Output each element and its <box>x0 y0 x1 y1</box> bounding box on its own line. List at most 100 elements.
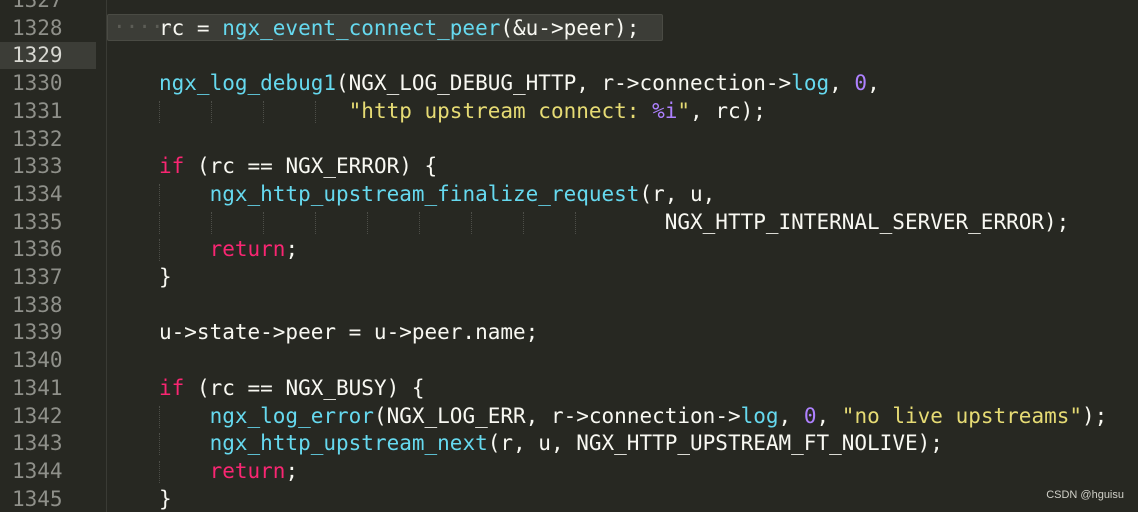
code-line[interactable]: rc = ngx_event_connect_peer(&u->peer); <box>159 15 639 42</box>
code-token: (rc == NGX_ERROR) { <box>184 154 438 179</box>
code-token: } <box>159 265 172 289</box>
code-token: , <box>816 403 842 428</box>
code-area[interactable]: ····· rc = ngx_event_connect_peer(&u->pe… <box>107 0 1138 512</box>
code-token <box>159 404 210 428</box>
indent-guide <box>159 100 160 123</box>
line-number: 1328 <box>12 15 63 40</box>
code-line[interactable]: u->state->peer = u->peer.name; <box>159 319 538 346</box>
code-token: %i <box>652 98 678 123</box>
code-token: ngx_http_upstream_next <box>209 431 488 456</box>
code-token: NGX_HTTP_INTERNAL_SERVER_ERROR); <box>159 209 1070 234</box>
code-token: ); <box>1082 403 1108 428</box>
current-line-gutter-highlight <box>0 42 96 69</box>
code-token: ngx_event_connect_peer <box>222 15 501 40</box>
code-token: return <box>209 237 286 262</box>
code-token: , <box>867 71 880 96</box>
code-token: (NGX_LOG_ERR, r->connection-> <box>373 403 741 428</box>
code-token: 0 <box>854 71 868 96</box>
line-number: 1337 <box>12 265 63 289</box>
code-line[interactable]: ngx_http_upstream_next(r, u, NGX_HTTP_UP… <box>159 430 943 457</box>
code-line[interactable]: } <box>159 264 172 291</box>
code-token: ; <box>285 458 299 483</box>
code-token: if <box>159 154 185 179</box>
code-token: 0 <box>803 403 817 428</box>
code-line[interactable]: ngx_log_debug1(NGX_LOG_DEBUG_HTTP, r->co… <box>159 70 880 97</box>
watermark: CSDN @hguisu <box>1046 489 1124 501</box>
line-number: 1345 <box>12 486 63 511</box>
indent-guide <box>159 460 160 483</box>
line-number: 1341 <box>12 375 63 400</box>
indent-guide <box>263 211 264 234</box>
line-number: 1338 <box>12 292 63 317</box>
code-token: (rc == NGX_BUSY) { <box>184 375 425 400</box>
indent-guide <box>315 100 316 123</box>
code-line[interactable]: } <box>159 486 172 512</box>
indent-guide <box>471 211 472 234</box>
indent-guide <box>211 211 212 234</box>
code-token: "http upstream connect: <box>348 98 653 123</box>
code-token: " <box>677 98 691 123</box>
indent-guide <box>315 211 316 234</box>
code-token: , <box>829 71 855 96</box>
code-token: log <box>740 403 779 428</box>
code-token <box>159 182 210 206</box>
code-token: ngx_http_upstream_finalize_request <box>209 181 640 206</box>
code-token: , rc); <box>690 98 766 123</box>
code-token: return <box>209 458 286 483</box>
code-token: ngx_log_debug1 <box>159 71 337 96</box>
code-token: ; <box>285 237 299 262</box>
code-token <box>159 237 210 261</box>
indent-guide <box>159 239 160 262</box>
indent-guide <box>159 211 160 234</box>
code-token: rc = <box>159 15 223 40</box>
line-number: 1336 <box>12 237 63 262</box>
indent-whitespace-dots: ····· <box>113 15 177 39</box>
line-number: 1342 <box>12 403 63 428</box>
code-token: u->state->peer = u->peer.name; <box>159 320 539 345</box>
indent-guide <box>159 183 160 206</box>
line-number: 1327 <box>12 0 63 12</box>
code-token <box>159 431 210 455</box>
code-token: (NGX_LOG_DEBUG_HTTP, r->connection-> <box>336 71 792 96</box>
code-token <box>159 459 210 483</box>
line-number: 1334 <box>12 181 63 206</box>
code-token: , <box>778 403 804 428</box>
line-number: 1333 <box>12 154 63 179</box>
indent-guide <box>575 211 576 234</box>
indent-guide <box>159 405 160 428</box>
code-line[interactable]: ngx_log_error(NGX_LOG_ERR, r->connection… <box>159 403 1108 430</box>
code-line[interactable]: ngx_http_upstream_finalize_request(r, u, <box>159 181 716 208</box>
line-number: 1335 <box>12 209 63 234</box>
indent-guide <box>159 433 160 456</box>
line-number: 1329 <box>12 43 63 68</box>
code-line[interactable]: if (rc == NGX_ERROR) { <box>159 153 437 180</box>
code-token: ngx_log_error <box>209 403 374 428</box>
code-token: if <box>159 375 185 400</box>
indent-guide <box>419 211 420 234</box>
code-line[interactable]: NGX_HTTP_INTERNAL_SERVER_ERROR); <box>159 209 1070 236</box>
line-number: 1343 <box>12 431 63 456</box>
selected-line-highlight <box>107 14 663 41</box>
indent-guide <box>367 211 368 234</box>
indent-guide <box>211 100 212 123</box>
code-token: "no live upstreams" <box>841 403 1083 428</box>
indent-guide <box>523 211 524 234</box>
code-line[interactable]: if (rc == NGX_BUSY) { <box>159 375 425 402</box>
code-token: } <box>159 486 172 511</box>
code-token: (&u->peer); <box>500 15 640 40</box>
code-line[interactable]: return; <box>159 236 299 263</box>
code-line[interactable]: return; <box>159 458 299 485</box>
code-line[interactable]: "http upstream connect: %i", rc); <box>159 98 766 125</box>
line-number: 1330 <box>12 71 63 96</box>
line-number: 1340 <box>12 348 63 373</box>
line-number: 1339 <box>12 320 63 345</box>
line-number: 1331 <box>12 98 63 123</box>
line-number: 1344 <box>12 458 63 483</box>
code-token <box>159 99 349 123</box>
line-number: 1332 <box>12 126 63 151</box>
indent-guide <box>263 100 264 123</box>
code-token: (r, u, NGX_HTTP_UPSTREAM_FT_NOLIVE); <box>487 431 943 456</box>
code-token: log <box>791 71 830 96</box>
